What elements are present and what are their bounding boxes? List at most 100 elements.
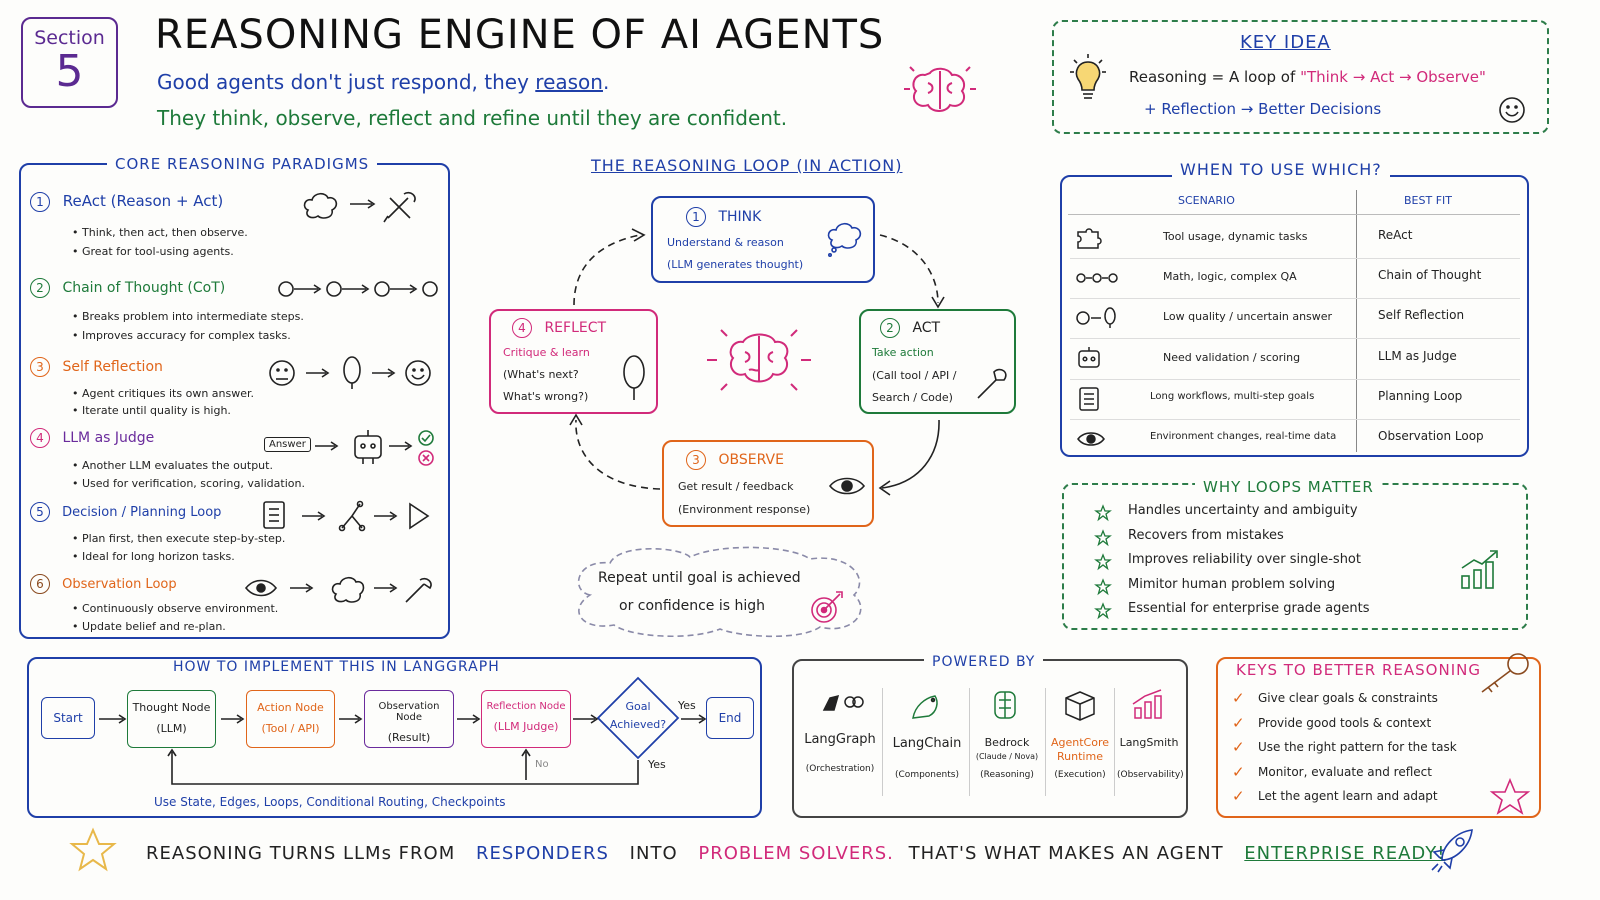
- powered-5-sub: (Observability): [1117, 770, 1184, 780]
- center-brain-icon: [707, 329, 811, 391]
- keys-check-icon: ✓: [1232, 762, 1245, 781]
- goal-label-2: Achieved?: [609, 718, 667, 731]
- star-outline-icon: [1489, 777, 1531, 815]
- paradigm-4-number: 4: [30, 428, 50, 448]
- eye-icon: [244, 579, 278, 597]
- powered-3-sub-2: (Claude / Nova): [975, 752, 1039, 761]
- reflect-mirror-icon: [623, 355, 645, 400]
- subtitle: Good agents don't just respond, they rea…: [157, 70, 609, 94]
- when-row-3-icon: [1076, 307, 1116, 328]
- growth-chart-icon: [1461, 550, 1498, 589]
- think-line-1: Understand & reason: [667, 236, 784, 249]
- powered-3-sub: (Reasoning): [980, 770, 1034, 780]
- when-row-5-icon: [1079, 387, 1099, 411]
- goal-label-1: Goal: [625, 700, 651, 713]
- thought-node-label: Thought Node: [132, 701, 211, 714]
- reflect-heading: 4 REFLECT: [512, 318, 606, 338]
- keys-item-3: Use the right pattern for the task: [1258, 740, 1457, 754]
- footer-d: PROBLEM SOLVERS.: [698, 843, 894, 864]
- why-item-5: Essential for enterprise grade agents: [1128, 601, 1370, 616]
- action-node: Action Node(Tool / API): [246, 690, 335, 748]
- wrench-icon: [405, 577, 432, 603]
- when-row-4-scenario: Need validation / scoring: [1163, 351, 1301, 364]
- when-row-5-scenario: Long workflows, multi-step goals: [1150, 391, 1315, 402]
- page-title: REASONING ENGINE OF AI AGENTS: [155, 12, 885, 58]
- play-icon: [409, 502, 430, 530]
- think-heading: 1 THINK: [686, 207, 761, 227]
- when-row-2-scenario: Math, logic, complex QA: [1163, 270, 1297, 283]
- target-icon: [811, 591, 843, 623]
- answer-tag: Answer: [264, 437, 311, 452]
- subtitle-end: .: [602, 70, 610, 94]
- powered-1-icon: [822, 694, 864, 711]
- planning-diagram: [263, 500, 430, 532]
- reflection-node: Reflection Node(LLM Judge): [481, 690, 571, 748]
- when-row-rule: [1070, 338, 1520, 339]
- paradigm-1-heading: 1 ReAct (Reason + Act): [30, 192, 223, 212]
- paradigm-1-number: 1: [30, 192, 50, 212]
- lightbulb-icon: [1070, 54, 1106, 99]
- why-star-icon: [1094, 528, 1112, 546]
- why-item-4: Mimitor human problem solving: [1128, 576, 1336, 592]
- yes-label-1: Yes: [678, 699, 696, 712]
- think-cloud-icon: [827, 222, 862, 257]
- keys-check-icon: ✓: [1232, 738, 1245, 756]
- when-row-4-icon: [1078, 347, 1100, 368]
- why-star-icon: [1094, 577, 1112, 595]
- powered-2-icon: [912, 695, 938, 719]
- action-node-sub: (Tool / API): [261, 722, 320, 735]
- subtitle-emphasis: reason: [535, 70, 603, 94]
- paradigm-1-bullet-2: • Great for tool-using agents.: [72, 245, 234, 258]
- gold-star-icon: [69, 827, 117, 872]
- powered-divider: [1045, 688, 1046, 796]
- why-star-icon: [1094, 504, 1112, 522]
- reflect-title: REFLECT: [544, 320, 607, 336]
- act-number: 2: [880, 318, 900, 338]
- powered-5-icon: [1132, 689, 1162, 719]
- why-item-3: Improves reliability over single-shot: [1128, 552, 1361, 567]
- powered-divider: [1114, 688, 1115, 796]
- when-row-1-scenario: Tool usage, dynamic tasks: [1163, 230, 1308, 243]
- start-label: Start: [53, 711, 83, 725]
- keys-item-5: Let the agent learn and adapt: [1258, 789, 1438, 803]
- act-line-2: (Call tool / API /: [872, 369, 957, 382]
- when-title: WHEN TO USE WHICH?: [1172, 160, 1390, 179]
- cloud-icon: [331, 576, 365, 603]
- langgraph-panel: [27, 657, 762, 818]
- think-line-2: (LLM generates thought): [667, 258, 804, 271]
- when-row-2-icon: [1076, 273, 1118, 283]
- act-wrench-icon: [977, 368, 1007, 399]
- think-node: [651, 196, 875, 283]
- paradigm-5-number: 5: [30, 502, 50, 522]
- when-col-scenario: SCENARIO: [1178, 194, 1235, 207]
- think-number: 1: [686, 207, 706, 227]
- reflect-number: 4: [512, 318, 532, 338]
- paradigm-2-number: 2: [30, 278, 50, 298]
- section-label: Section: [34, 27, 105, 49]
- when-row-6-scenario: Environment changes, real-time data: [1150, 431, 1337, 442]
- observation-node-sub: (Result): [387, 731, 431, 744]
- key-idea-panel: [1052, 20, 1549, 134]
- paradigm-6-bullet-2-text: Update belief and re-plan.: [82, 620, 226, 633]
- act-line-3: Search / Code): [872, 391, 953, 404]
- when-row-3-fit: Self Reflection: [1378, 308, 1465, 322]
- key-idea-line1: Reasoning = A loop of "Think → Act → Obs…: [1129, 68, 1486, 86]
- observe-number: 3: [686, 450, 706, 470]
- when-header-rule: [1068, 214, 1520, 215]
- observe-heading: 3 OBSERVE: [686, 450, 784, 470]
- observation-node: Observation Node(Result): [364, 690, 454, 748]
- paradigm-6-heading: 6 Observation Loop: [30, 574, 177, 594]
- when-row-rule: [1070, 298, 1520, 299]
- paradigm-4-bullet-2: • Used for verification, scoring, valida…: [72, 477, 305, 490]
- observe-eye-icon: [828, 477, 866, 495]
- paradigm-3-bullet-1: • Agent critiques its own answer.: [72, 387, 255, 400]
- keys-check-icon: ✓: [1232, 689, 1245, 707]
- when-col-best-fit: BEST FIT: [1404, 194, 1452, 207]
- act-line-1: Take action: [872, 346, 934, 359]
- end-node: End: [706, 697, 754, 739]
- keys-panel: [1216, 657, 1541, 818]
- when-row-rule: [1070, 419, 1520, 420]
- powered-4-name: AgentCore: [1050, 736, 1110, 749]
- why-star-icon: [1094, 602, 1112, 620]
- powered-4-sub: (Execution): [1054, 770, 1106, 780]
